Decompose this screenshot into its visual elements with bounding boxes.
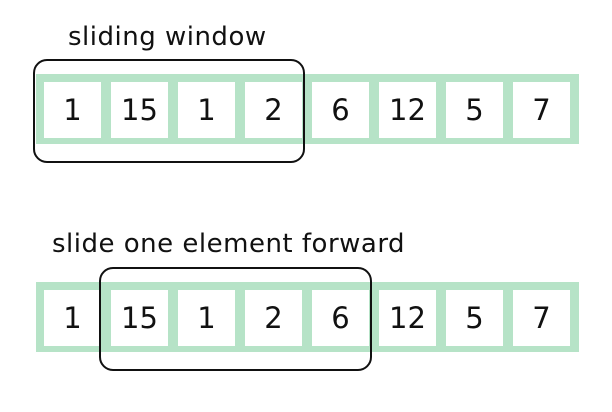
array-cell: 5 (446, 290, 503, 346)
array-strip-bottom: 1 15 1 2 6 12 5 7 (36, 282, 579, 352)
array-cell: 15 (111, 290, 168, 346)
array-cell: 7 (513, 82, 570, 138)
caption-sliding-window: sliding window (68, 22, 267, 52)
array-cell: 12 (379, 82, 436, 138)
array-cell: 1 (178, 82, 235, 138)
array-cell: 6 (312, 290, 369, 346)
array-cell: 5 (446, 82, 503, 138)
array-cell: 6 (312, 82, 369, 138)
array-strip-top: 1 15 1 2 6 12 5 7 (36, 74, 579, 144)
array-cell: 12 (379, 290, 436, 346)
array-cell: 7 (513, 290, 570, 346)
array-cell: 15 (111, 82, 168, 138)
array-cell: 1 (178, 290, 235, 346)
array-cell: 2 (245, 82, 302, 138)
array-cell: 1 (44, 82, 101, 138)
array-cell: 2 (245, 290, 302, 346)
array-cell: 1 (44, 290, 101, 346)
caption-slide-forward: slide one element forward (52, 229, 406, 259)
